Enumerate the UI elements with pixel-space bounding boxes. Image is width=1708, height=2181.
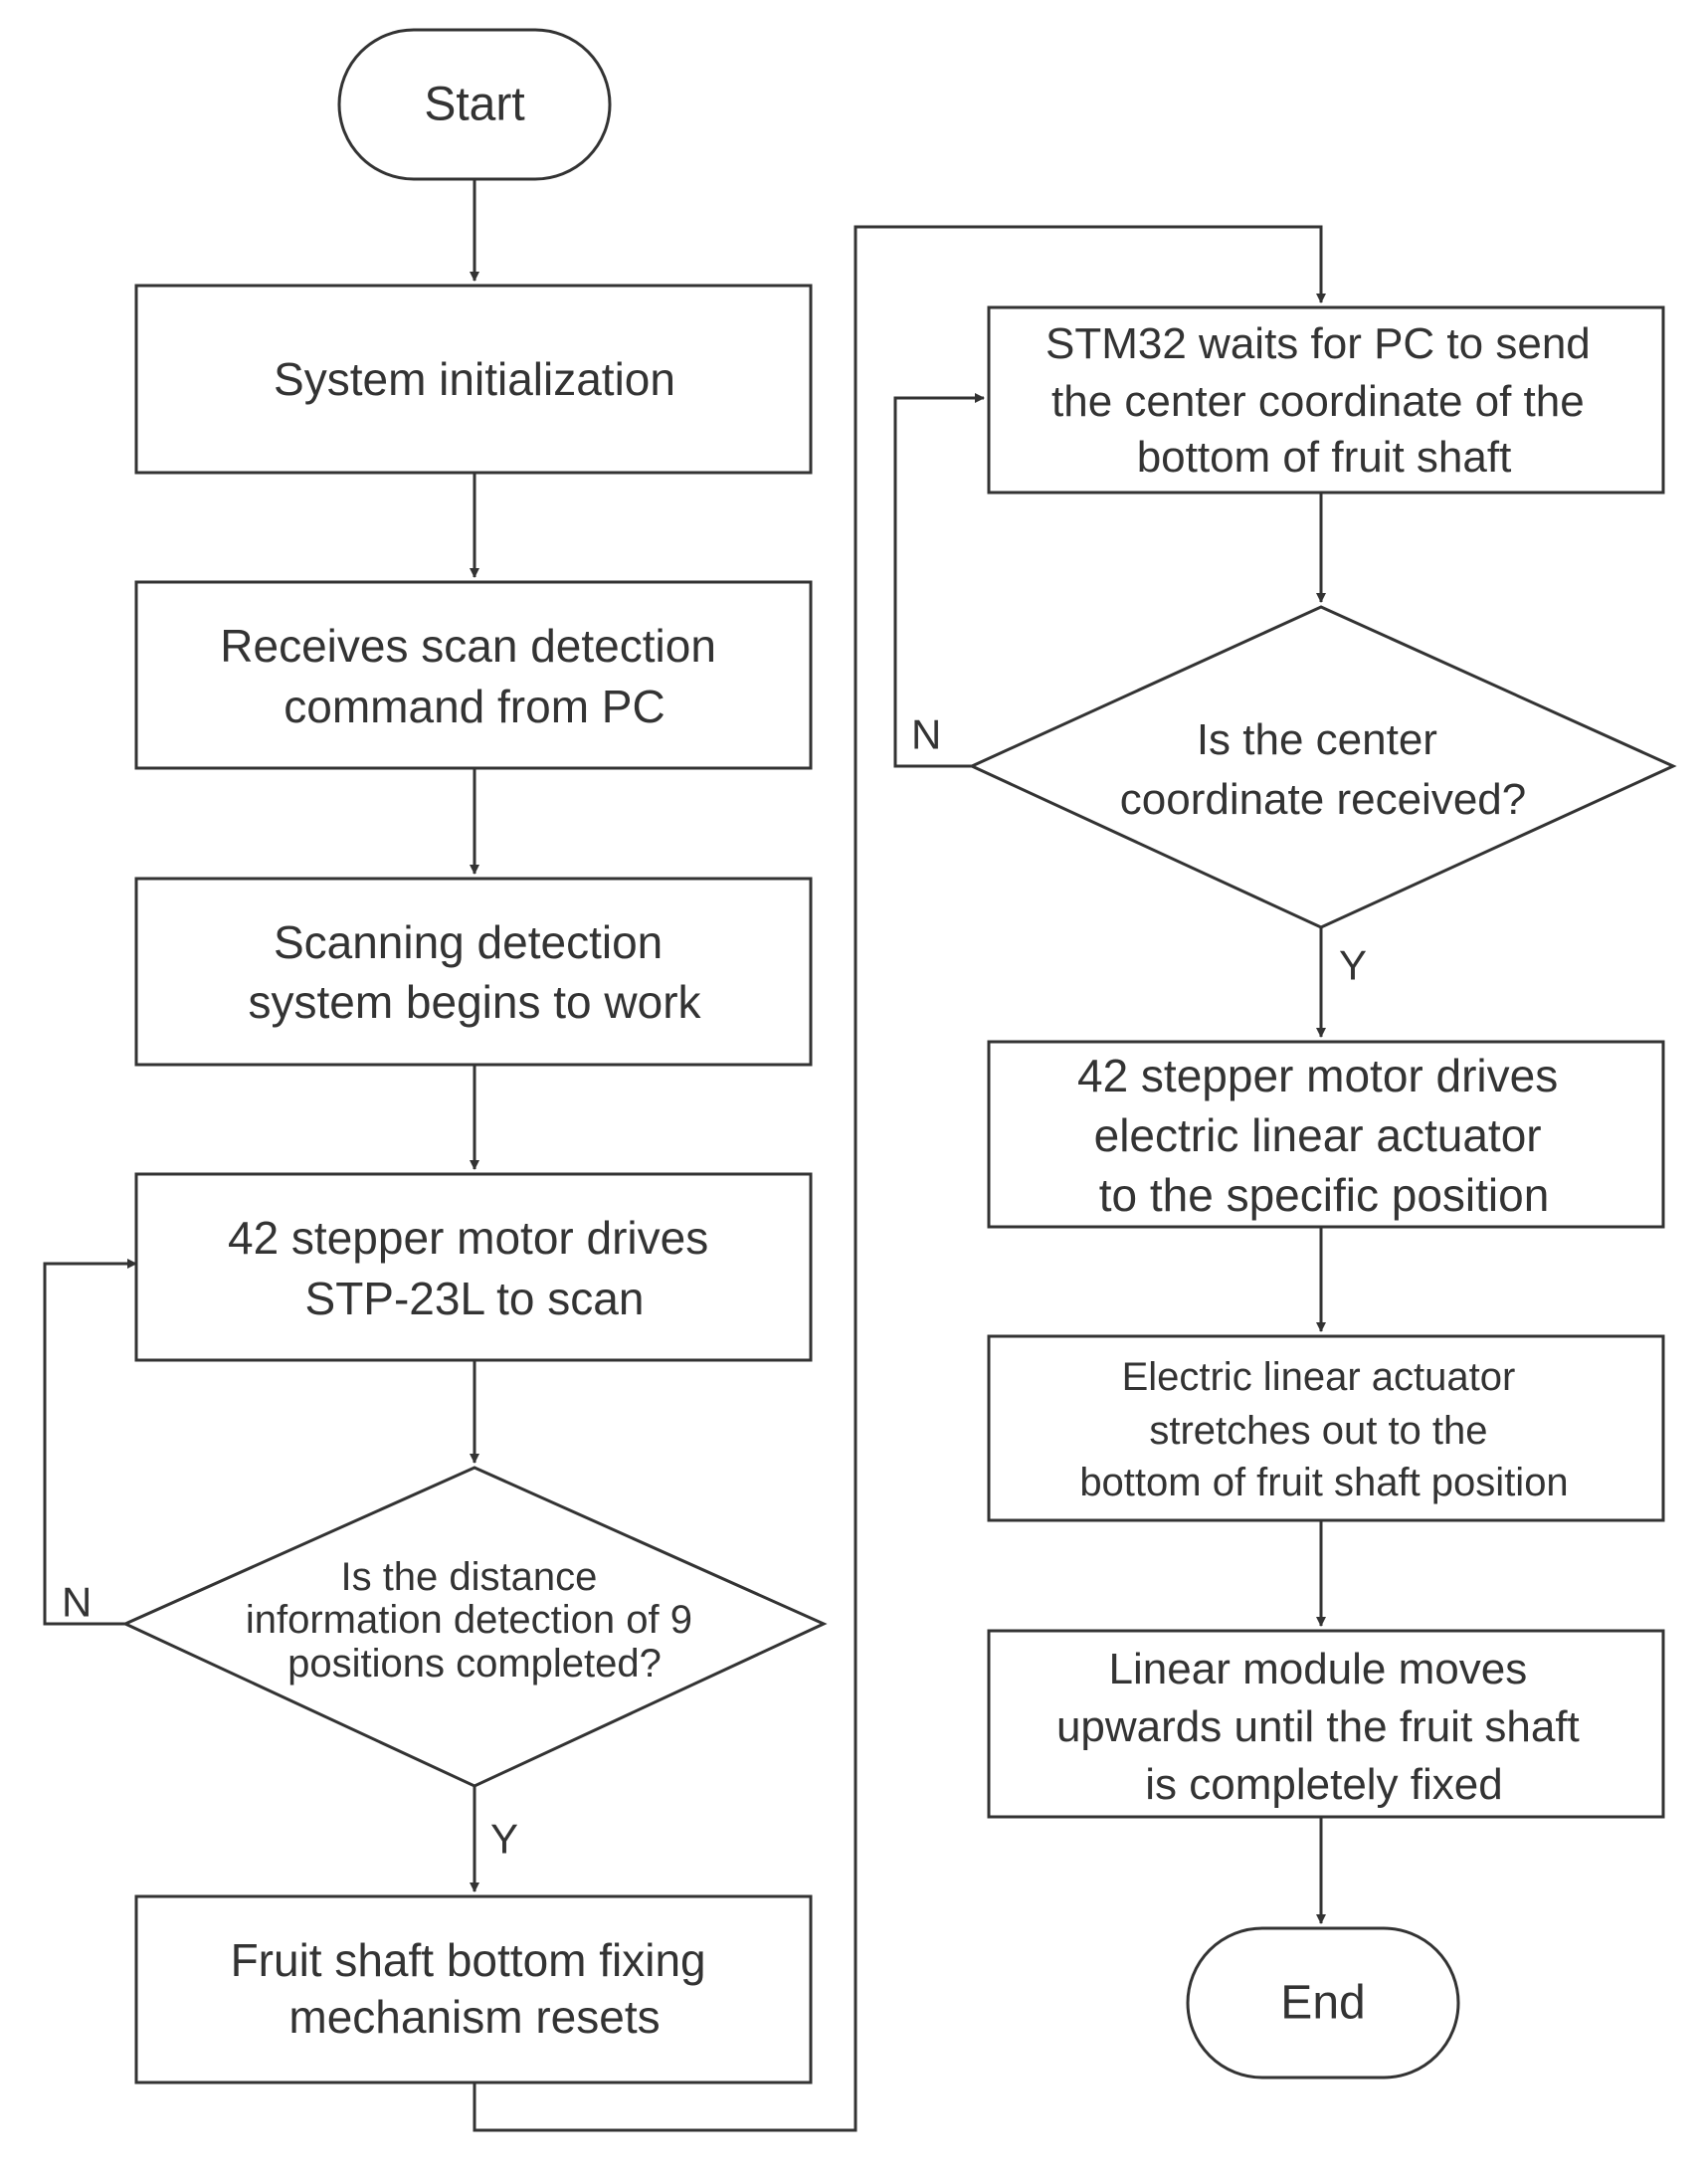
module-up-text: Linear module moves upwards until the fr… (1056, 1645, 1592, 1809)
module-up-line-2: upwards until the fruit shaft (1056, 1702, 1580, 1751)
distance-check-line-2: information detection of 9 (246, 1598, 692, 1642)
start-node: Start (337, 28, 612, 181)
center-check-no-label: N (911, 711, 941, 758)
distance-check-text: Is the distance information detection of… (246, 1555, 703, 1685)
distance-check-line-1: Is the distance (340, 1555, 597, 1599)
center-check-line-1: Is the center (1197, 715, 1437, 764)
arrow-reset-to-stm32 (473, 225, 1326, 2132)
stepper-actuator-line-2: electric linear actuator (1094, 1109, 1542, 1161)
mechanism-reset-line-2: mechanism resets (288, 1991, 660, 2043)
stm32-wait-line-3: bottom of fruit shaft (1137, 433, 1512, 482)
center-check-line-2: coordinate received? (1120, 775, 1526, 824)
stm32-wait-text: STM32 waits for PC to send the center co… (1045, 319, 1603, 482)
stepper-scan-text: 42 stepper motor drives STP-23L to scan (228, 1212, 721, 1324)
scanning-begins-box: Scanning detection system begins to work (134, 877, 813, 1067)
module-up-box: Linear module moves upwards until the fr… (987, 1629, 1665, 1819)
distance-check-line-3: positions completed? (287, 1642, 662, 1685)
stepper-actuator-box: 42 stepper motor drives electric linear … (987, 1040, 1665, 1229)
stm32-wait-line-1: STM32 waits for PC to send (1045, 319, 1591, 368)
stepper-actuator-text: 42 stepper motor drives electric linear … (1077, 1050, 1571, 1221)
stepper-scan-line-2: STP-23L to scan (305, 1273, 645, 1324)
distance-check-decision: Is the distance information detection of… (121, 1466, 828, 1788)
system-init-text: System initialization (274, 353, 675, 405)
module-up-line-1: Linear module moves (1109, 1645, 1528, 1693)
start-label: Start (424, 79, 524, 131)
distance-check-yes-label: Y (490, 1816, 518, 1863)
end-node: End (1186, 1926, 1460, 2080)
stepper-actuator-line-3: to the specific position (1099, 1169, 1550, 1221)
actuator-stretch-line-3: bottom of fruit shaft position (1079, 1461, 1568, 1504)
receive-command-box: Receives scan detection command from PC (134, 580, 813, 770)
center-check-text: Is the center coordinate received? (1120, 715, 1526, 824)
distance-check-no-label: N (62, 1579, 92, 1626)
scanning-begins-text: Scanning detection system begins to work (248, 916, 701, 1028)
system-init-line-1: System initialization (274, 353, 675, 405)
actuator-stretch-box: Electric linear actuator stretches out t… (987, 1334, 1665, 1522)
arrow-center-check-no-loop (893, 393, 985, 768)
scanning-begins-line-1: Scanning detection (274, 916, 663, 968)
module-up-line-3: is completely fixed (1145, 1760, 1502, 1809)
receive-command-line-2: command from PC (284, 681, 664, 732)
system-init-box: System initialization (134, 284, 813, 475)
mechanism-reset-line-1: Fruit shaft bottom fixing (231, 1934, 706, 1986)
actuator-stretch-text: Electric linear actuator stretches out t… (1079, 1355, 1568, 1504)
center-check-yes-label: Y (1339, 942, 1367, 989)
receive-command-text: Receives scan detection command from PC (220, 620, 728, 732)
center-check-decision: Is the center coordinate received? (968, 605, 1677, 929)
stepper-scan-box: 42 stepper motor drives STP-23L to scan (134, 1172, 813, 1362)
end-label: End (1280, 1977, 1365, 2030)
scanning-begins-line-2: system begins to work (248, 976, 701, 1028)
stm32-wait-box: STM32 waits for PC to send the center co… (987, 305, 1665, 495)
stepper-scan-line-1: 42 stepper motor drives (228, 1212, 708, 1264)
stepper-actuator-line-1: 42 stepper motor drives (1077, 1050, 1558, 1101)
mechanism-reset-text: Fruit shaft bottom fixing mechanism rese… (231, 1934, 719, 2043)
connectors (43, 179, 1326, 2132)
receive-command-line-1: Receives scan detection (220, 620, 716, 672)
mechanism-reset-box: Fruit shaft bottom fixing mechanism rese… (134, 1894, 813, 2084)
actuator-stretch-line-1: Electric linear actuator (1122, 1355, 1516, 1399)
arrow-distance-check-no-loop (43, 1259, 137, 1626)
stm32-wait-line-2: the center coordinate of the (1051, 377, 1585, 426)
actuator-stretch-line-2: stretches out to the (1149, 1409, 1487, 1453)
